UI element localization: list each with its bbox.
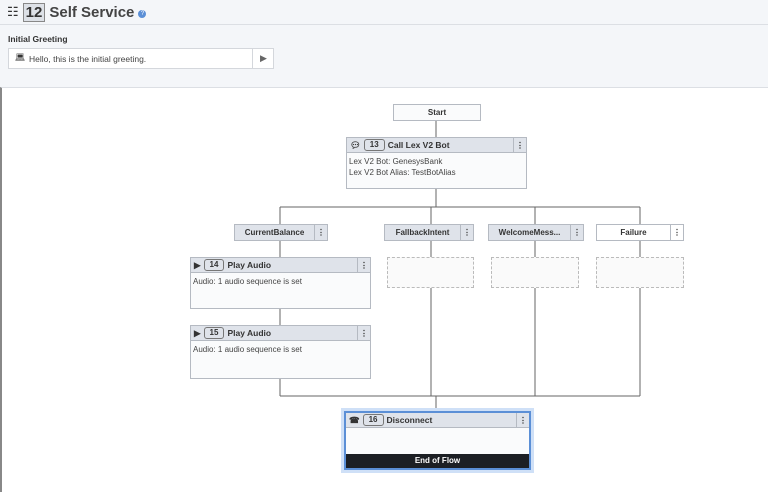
node-number: 16 [362, 414, 384, 426]
node-number: 15 [203, 327, 225, 339]
play-icon[interactable]: ▶︎ [252, 49, 274, 68]
flow-tree-icon: ☷ [7, 4, 19, 19]
kebab-menu-icon[interactable]: ⋮ [357, 326, 370, 340]
empty-drop-zone[interactable] [491, 257, 579, 288]
kebab-menu-icon[interactable]: ⋮ [670, 225, 683, 240]
disconnect-icon: ☎︎ [349, 414, 360, 425]
branch-failure[interactable]: Failure ⋮ [596, 224, 684, 241]
lex-bot-name: Lex V2 Bot: GenesysBank [349, 157, 443, 166]
branch-fallback-intent[interactable]: FallbackIntent ⋮ [384, 224, 474, 241]
lex-bot-alias: Lex V2 Bot Alias: TestBotAlias [349, 168, 456, 177]
empty-drop-zone[interactable] [387, 257, 474, 288]
branch-current-balance[interactable]: CurrentBalance ⋮ [234, 224, 328, 241]
help-circle-icon[interactable]: ? [138, 9, 147, 18]
initial-greeting-input[interactable]: 💻︎ Hello, this is the initial greeting. … [8, 48, 274, 69]
laptop-icon: 💻︎ [15, 53, 26, 62]
node-title: Disconnect [386, 415, 433, 425]
node-number: 14 [203, 259, 225, 271]
audio-summary: Audio: 1 audio sequence is set [193, 345, 302, 354]
kebab-menu-icon[interactable]: ⋮ [314, 225, 327, 240]
audio-summary: Audio: 1 audio sequence is set [193, 277, 302, 286]
end-of-flow-bar: End of Flow [346, 454, 529, 468]
kebab-menu-icon[interactable]: ⋮ [513, 138, 526, 152]
kebab-menu-icon[interactable]: ⋮ [357, 258, 370, 272]
kebab-menu-icon[interactable]: ⋮ [460, 225, 473, 240]
branch-label: WelcomeMess... [498, 228, 561, 237]
branch-welcome-message[interactable]: WelcomeMess... ⋮ [488, 224, 584, 241]
initial-greeting-label: Initial Greeting [8, 34, 68, 44]
header: ☷ 12 Self Service ? [0, 0, 768, 25]
branch-label: Failure [620, 228, 647, 237]
page-title: Self Service [49, 3, 135, 21]
empty-drop-zone[interactable] [596, 257, 684, 288]
play-circle-icon: ▶︎ [194, 259, 201, 270]
greeting-text: Hello, this is the initial greeting. [29, 54, 147, 64]
play-circle-icon: ▶︎ [194, 327, 201, 338]
node-title: Call Lex V2 Bot [387, 140, 450, 150]
kebab-menu-icon[interactable]: ⋮ [570, 225, 583, 240]
node-title: Play Audio [227, 260, 272, 270]
kebab-menu-icon[interactable]: ⋮ [516, 413, 529, 427]
start-node[interactable]: Start [393, 104, 481, 121]
chat-bubble-icon: 💬︎ [350, 139, 361, 150]
node-number: 13 [363, 139, 385, 151]
branch-label: CurrentBalance [244, 228, 305, 237]
node-title: Play Audio [227, 328, 272, 338]
task-number: 12 [22, 2, 46, 22]
branch-label: FallbackIntent [395, 228, 450, 237]
